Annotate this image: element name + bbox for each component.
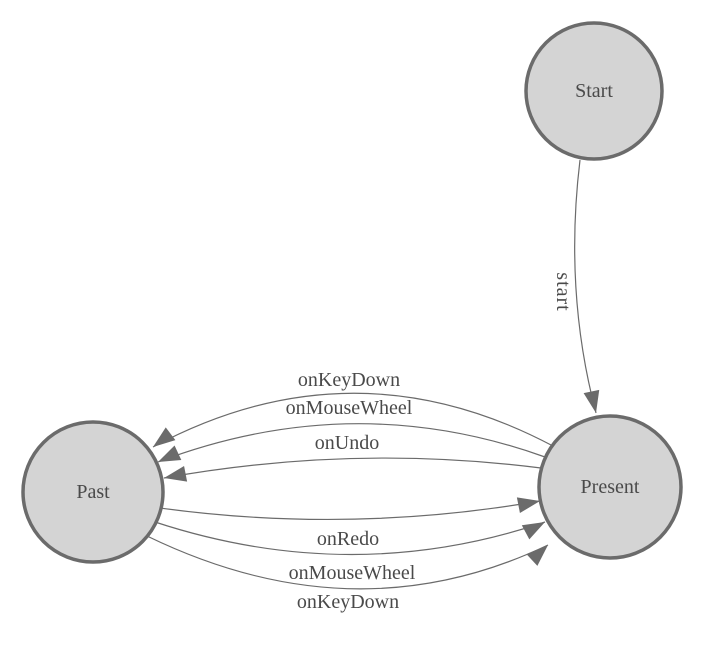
state-circle[interactable] [537,414,683,560]
transition-present-to-past-onmousewheel: onMouseWheel [157,397,546,463]
edge-label: onMouseWheel [289,562,416,584]
edge-path [163,457,542,479]
transition-past-to-present-onkeydown: onKeyDown [146,535,549,613]
edge-path [157,423,546,463]
arrowhead-icon [583,389,600,413]
state-node-start[interactable]: Start [524,21,664,161]
edge-label: onRedo [317,528,379,550]
state-label: Start [575,80,613,102]
edge-path [154,521,546,556]
arrowhead-icon [526,545,548,566]
state-node-present[interactable]: Present [537,414,683,560]
state-circle[interactable] [524,21,664,161]
state-node-past[interactable]: Past [21,420,165,564]
edge-label: onMouseWheel [286,397,413,419]
arrowhead-icon [153,427,176,447]
arrowhead-icon [164,465,188,482]
transition-past-to-present-onredo: onRedo [159,497,541,550]
arrowhead-icon [158,445,182,462]
arrowhead-icon [521,522,545,540]
edge-path [159,500,541,521]
state-circle[interactable] [21,420,165,564]
edge-label: onUndo [315,432,379,454]
state-label: Past [76,481,110,503]
edge-path [574,159,597,414]
edge-path [146,535,549,590]
edge-label: start [552,272,574,311]
arrowhead-icon [516,497,540,514]
edge-path [152,392,554,448]
edge-label: onKeyDown [298,369,400,391]
transition-past-to-present-onmousewheel: onMouseWheel [154,521,546,584]
edge-label: onKeyDown [297,591,399,613]
transition-start-to-present: start [552,159,600,414]
transition-present-to-past-onundo: onUndo [163,432,542,482]
transition-present-to-past-onkeydown: onKeyDown [152,369,554,448]
state-label: Present [581,476,640,498]
